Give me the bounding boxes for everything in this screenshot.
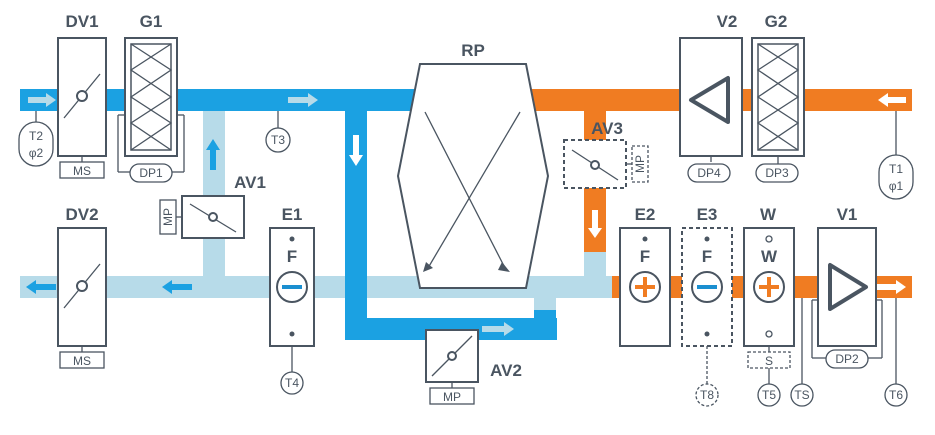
dv2-label: DV2 [65,205,98,224]
supply-duct-bypass-riser [345,100,367,330]
dv1-ms-box [59,161,105,179]
phi1-label: φ1 [889,179,904,193]
av3-mp-actuator [631,145,649,183]
dp4-label: DP4 [697,166,721,180]
flow-arrow-bypass-bottom [482,322,514,336]
g2-label: G2 [765,12,788,31]
supply-duct-top [20,89,432,111]
t2-label: T2 [29,129,43,143]
t6-label: T6 [889,388,903,402]
dp4-sensor [687,163,731,183]
flow-arrow-av1-up [206,139,220,170]
e2-label: E2 [635,205,656,224]
flow-arrow-inlet-left [28,93,56,107]
flow-arrow-supply-top [288,93,318,107]
e3-label: E3 [697,205,718,224]
fan-v2[interactable] [679,37,743,157]
w-w-symbol: W [761,247,778,266]
fan-v1[interactable] [817,227,877,347]
t1-phi1-sensor [878,154,914,200]
dv2-ms-label: MS [73,354,91,368]
exhaust-duct-av3-stub [584,252,606,280]
w-label: W [760,205,777,224]
t4-sensor [280,371,304,395]
av3-label: AV3 [591,119,623,138]
t3-label: T3 [271,133,285,147]
flow-arrow-warm-in [878,93,906,107]
cooler-e3[interactable] [681,227,733,347]
damper-av1[interactable] [181,195,245,239]
t4-label: T4 [285,376,299,390]
dp3-label: DP3 [765,166,789,180]
heat-exchanger-rp[interactable] [396,63,550,289]
av2-mp-actuator [429,387,475,405]
filter-g1[interactable] [124,37,178,157]
t1-label: T1 [889,162,903,176]
av1-label: AV1 [234,173,266,192]
ts-label: TS [794,388,809,402]
ducts [20,89,912,340]
dp1-sensor [129,163,173,183]
t8-label: T8 [700,388,714,402]
dp2-label: DP2 [835,352,859,366]
t5-sensor [757,383,781,407]
dp2-sensor [825,349,869,369]
dv1-label: DV1 [65,12,98,31]
damper-av2[interactable] [425,329,479,383]
av3-mp-label: MP [633,155,647,173]
e3-f-symbol: F [702,247,712,266]
t5-label: T5 [762,388,776,402]
e1-label: E1 [282,205,303,224]
av1-mp-actuator [159,199,177,235]
w-s-box [747,351,791,369]
damper-av3[interactable] [563,139,627,189]
damper-dv2[interactable] [57,227,107,347]
phi2-label: φ2 [29,146,44,160]
t8-sensor [695,383,719,407]
v1-label: V1 [837,205,858,224]
ts-sensor [790,383,814,407]
av2-label: AV2 [490,361,522,380]
flow-arrow-exhaust-left-2 [26,280,56,294]
t6-sensor [884,383,908,407]
flow-arrow-bypass-down [349,135,363,166]
damper-dv1[interactable] [57,37,107,157]
cooler-e1[interactable] [269,227,315,347]
filter-g2[interactable] [751,37,805,157]
t2-phi2-sensor [18,121,54,167]
flow-arrow-exhaust-left-1 [162,280,192,294]
heater-e2[interactable] [619,227,671,347]
t3-sensor [265,127,291,153]
heater-w[interactable] [743,227,795,347]
w-s-label: S [765,354,773,368]
dv1-ms-label: MS [73,164,91,178]
rp-label: RP [461,41,485,60]
flow-arrow-av3-down [588,210,602,238]
e1-f-symbol: F [287,247,297,266]
e2-f-symbol: F [640,247,650,266]
v2-label: V2 [717,12,738,31]
av1-mp-label: MP [161,208,175,226]
dp3-sensor [755,163,799,183]
flow-arrow-warm-out [876,280,906,294]
dv2-ms-box [59,351,105,369]
g1-label: G1 [140,12,163,31]
supply-duct-bypass-return [534,310,556,340]
dp1-label: DP1 [139,166,163,180]
av2-mp-label: MP [443,390,461,404]
